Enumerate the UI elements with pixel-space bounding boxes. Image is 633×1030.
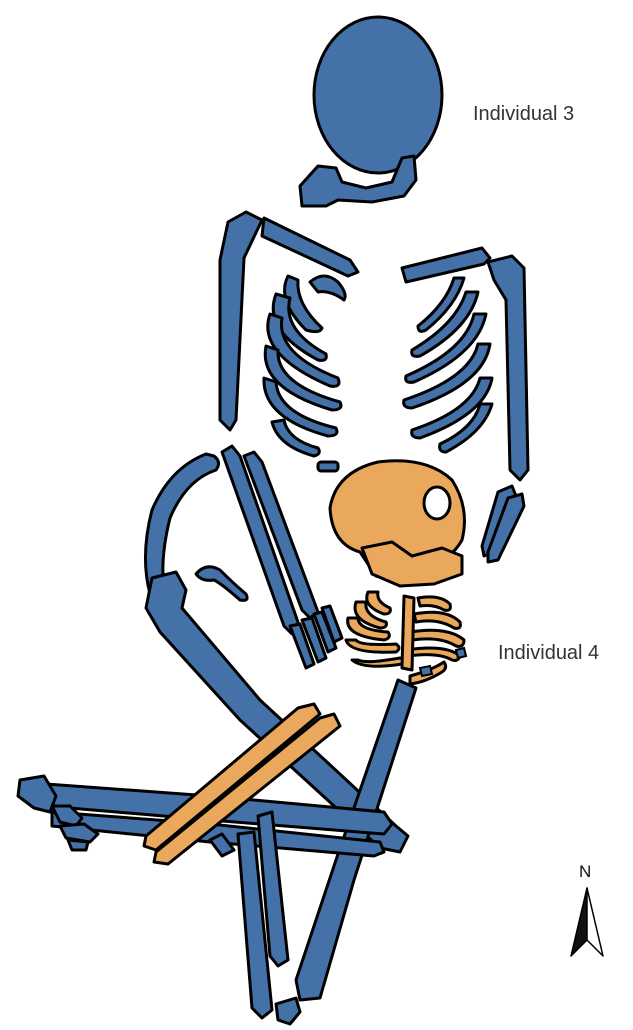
ind3-foot xyxy=(18,776,56,812)
individual-3-label: Individual 3 xyxy=(473,103,574,126)
individual-4-label: Individual 4 xyxy=(498,642,599,665)
ind4-rib xyxy=(367,592,391,614)
ind4-rib xyxy=(414,612,460,628)
ind4-rib xyxy=(406,648,460,661)
ind4-rib xyxy=(410,630,464,646)
ind3-foot xyxy=(68,840,88,850)
ind3-right-clavicle xyxy=(402,248,490,282)
ind3-left-rib xyxy=(310,276,345,300)
ind3-right-humerus xyxy=(488,256,528,480)
north-label: N xyxy=(579,862,591,882)
ind3-pelvis-fragment xyxy=(196,567,247,601)
north-arrow-icon xyxy=(571,888,603,956)
fragment xyxy=(456,648,466,658)
ind4-orbit xyxy=(424,487,450,519)
ind3-skull xyxy=(314,17,442,173)
ind3-vertebra xyxy=(318,462,338,471)
ind4-rib xyxy=(346,640,399,652)
fragment xyxy=(420,666,432,676)
ind3-left-clavicle xyxy=(262,218,358,276)
ind4-rib xyxy=(418,597,450,611)
ind4-rib xyxy=(352,658,404,666)
ind3-foot-bottom xyxy=(276,998,300,1024)
ind3-left-humerus xyxy=(220,212,262,430)
ind4-vertebrae xyxy=(402,596,414,670)
